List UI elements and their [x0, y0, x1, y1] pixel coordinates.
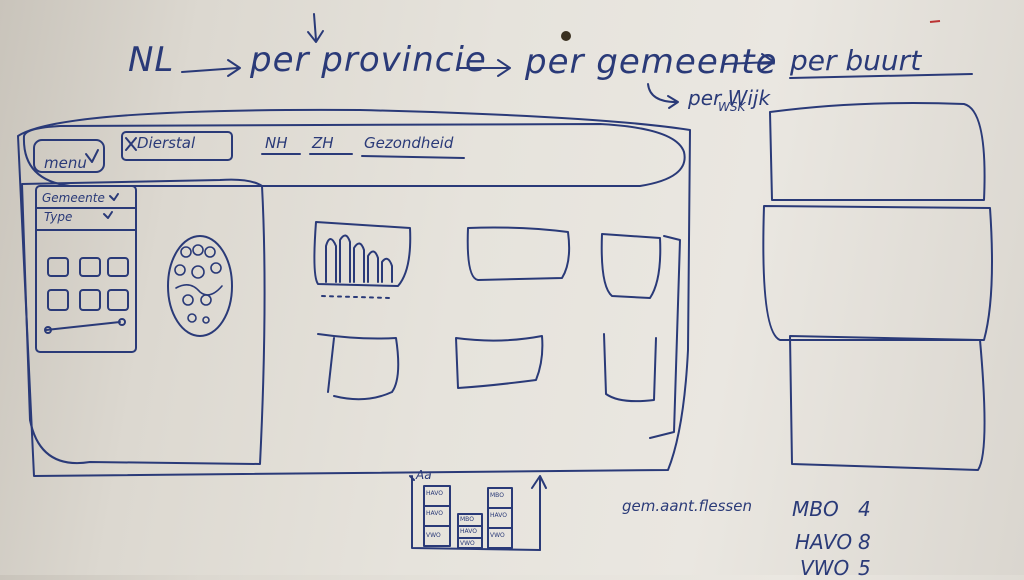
legend-mbo: MBO: [792, 497, 839, 521]
menu-button: [33, 139, 105, 173]
flow-nl: NL: [128, 40, 175, 80]
arrow-wijk: [647, 83, 679, 109]
dierstal-chip-box: [121, 131, 233, 161]
arrow-1: [181, 59, 241, 77]
legend-mbo-value: 4: [858, 497, 871, 521]
legend-label: gem.aant.flessen: [622, 497, 752, 515]
arrow-2: [457, 59, 511, 77]
left-panel: [21, 178, 266, 465]
menu-button-label[interactable]: menu: [44, 154, 87, 172]
chart-cell: VWO: [460, 540, 475, 547]
slider-handle-right: [118, 318, 126, 326]
dashboard-frame: [17, 108, 691, 477]
chart-cell: VWO: [426, 532, 441, 539]
chart-tile-2: [466, 226, 571, 281]
chart-cell: HAVO: [490, 512, 507, 519]
chip-close-icon: [125, 137, 137, 151]
chart-tile-1: [313, 221, 412, 299]
gemeente-dropdown[interactable]: Gemeente: [42, 191, 105, 205]
flow-wijk: per Wijk: [688, 86, 771, 110]
slider-handle-left: [44, 326, 52, 334]
magnet-dot: [561, 31, 571, 41]
right-panel-2: [762, 205, 993, 341]
chart-tile-5: [455, 335, 544, 389]
filter-zh[interactable]: ZH: [312, 134, 334, 152]
gemeente-chevron-icon: [109, 193, 119, 201]
flow-provincie: per provincie: [250, 40, 487, 80]
flow-gemeente: per gemeente: [525, 42, 778, 82]
arrow-3: [723, 53, 775, 71]
filter-gezondheid[interactable]: Gezondheid: [364, 134, 454, 152]
dierstal-chip[interactable]: Dierstal: [137, 134, 196, 152]
red-mark: [929, 20, 941, 23]
legend-havo-value: 8: [858, 530, 871, 554]
filter-nh[interactable]: NH: [265, 134, 288, 152]
chart-tile-6: [603, 333, 657, 403]
legend-vwo-value: 5: [858, 556, 871, 580]
flow-wijk-label: WSK: [718, 100, 746, 114]
right-panel-1: [769, 102, 986, 201]
scroll-bar: [649, 235, 681, 439]
type-chevron-icon: [103, 211, 113, 219]
toggle-grid: [47, 257, 129, 311]
chart-cell: HAVO: [426, 510, 443, 517]
chart-cell: VWO: [490, 532, 505, 539]
map-scribble: [174, 244, 223, 324]
chart-tile-4: [317, 333, 400, 401]
buurt-underline: [789, 73, 973, 79]
chart-tile-3: [600, 233, 662, 299]
map-oval: [167, 235, 233, 337]
chart-cell: HAVO: [460, 528, 477, 535]
flow-buurt: per buurt: [790, 44, 922, 77]
legend-havo: HAVO: [795, 530, 853, 554]
chart-cell: MBO: [460, 516, 474, 523]
bottom-stacked-chart: [409, 475, 547, 551]
top-nav-bar: [22, 123, 686, 187]
arrow-down: [307, 13, 324, 43]
filter-card: [35, 185, 137, 353]
type-dropdown[interactable]: Type: [44, 210, 73, 224]
menu-chevron-icon: [85, 149, 99, 163]
chart-cell: MBO: [490, 492, 504, 499]
chart-cell: HAVO: [426, 490, 443, 497]
right-panel-3: [789, 335, 986, 471]
range-slider: [45, 321, 121, 331]
